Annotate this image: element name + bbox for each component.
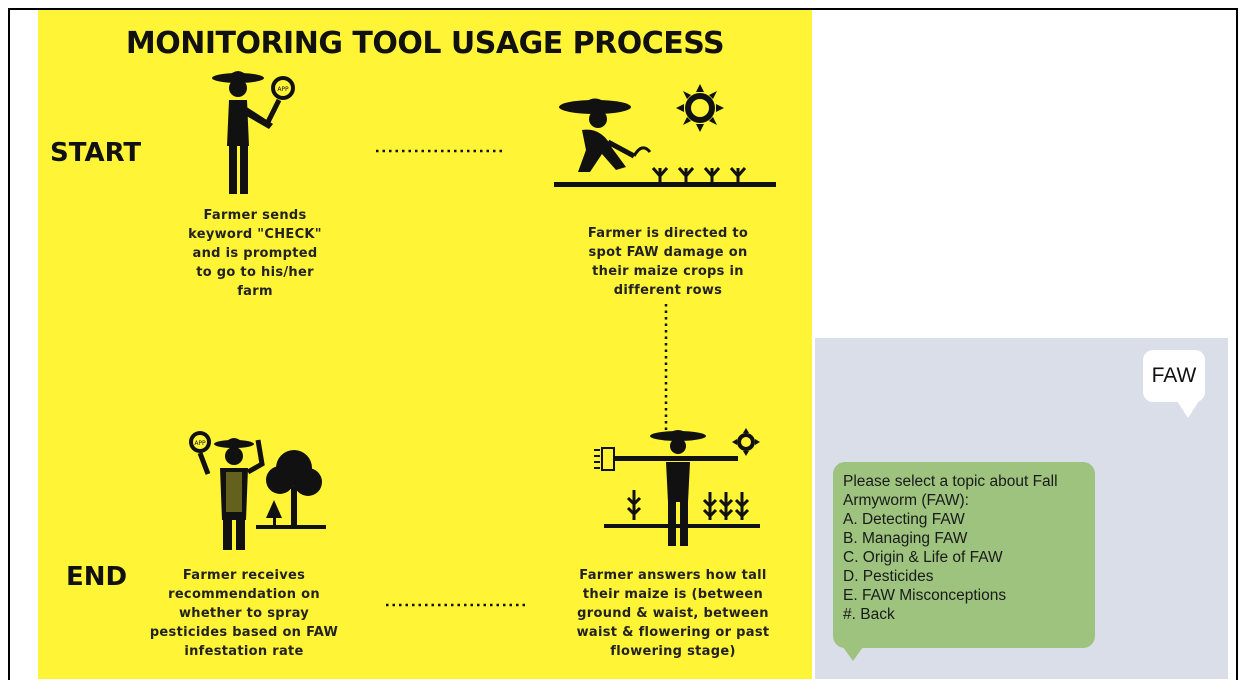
start-label: START bbox=[50, 138, 142, 168]
bot-intro-line: Armyworm (FAW): bbox=[843, 492, 969, 509]
farmer-with-tree-icon: APP bbox=[189, 431, 326, 550]
bot-intro-line: Please select a topic about Fall bbox=[843, 473, 1058, 490]
step-2-caption: Farmer is directed to spot FAW damage on… bbox=[587, 226, 749, 298]
step-4-caption: Farmer receives recommendation on whethe… bbox=[149, 568, 339, 659]
poster-title: MONITORING TOOL USAGE PROCESS bbox=[125, 26, 725, 61]
process-poster: MONITORING TOOL USAGE PROCESS START END … bbox=[38, 10, 812, 679]
step-1-caption: Farmer sends keyword "CHECK" and is prom… bbox=[188, 208, 322, 299]
step-3-caption: Farmer answers how tall their maize is (… bbox=[576, 568, 770, 659]
menu-option-misconceptions[interactable]: E. FAW Misconceptions bbox=[843, 587, 1007, 604]
menu-option-managing[interactable]: B. Managing FAW bbox=[843, 530, 968, 547]
user-message-text: FAW bbox=[1151, 364, 1197, 387]
sun-icon bbox=[676, 84, 724, 132]
connector-right bbox=[664, 304, 668, 432]
connector-bottom bbox=[386, 603, 528, 607]
chat-panel: FAW Please select a topic about Fall Arm… bbox=[815, 338, 1228, 679]
menu-option-back[interactable]: #. Back bbox=[843, 606, 895, 623]
menu-option-pesticides[interactable]: D. Pesticides bbox=[843, 568, 934, 585]
app-badge-text: APP bbox=[194, 440, 206, 447]
page-frame bbox=[8, 8, 1238, 680]
bot-bubble-tail bbox=[843, 647, 863, 661]
app-badge-text: APP bbox=[277, 86, 289, 93]
bot-message-bubble: Please select a topic about Fall Armywor… bbox=[833, 462, 1095, 648]
user-message-bubble: FAW bbox=[1143, 350, 1205, 402]
farmer-with-rake-icon bbox=[594, 428, 760, 546]
crouching-farmer-icon bbox=[554, 84, 776, 187]
connector-top bbox=[376, 149, 502, 153]
user-bubble-tail bbox=[1177, 401, 1199, 418]
end-label: END bbox=[66, 562, 128, 592]
menu-option-detecting[interactable]: A. Detecting FAW bbox=[843, 511, 965, 528]
sun-icon bbox=[732, 428, 760, 456]
farmer-with-phone-icon: APP bbox=[212, 71, 295, 194]
menu-option-origin-life[interactable]: C. Origin & Life of FAW bbox=[843, 549, 1003, 566]
